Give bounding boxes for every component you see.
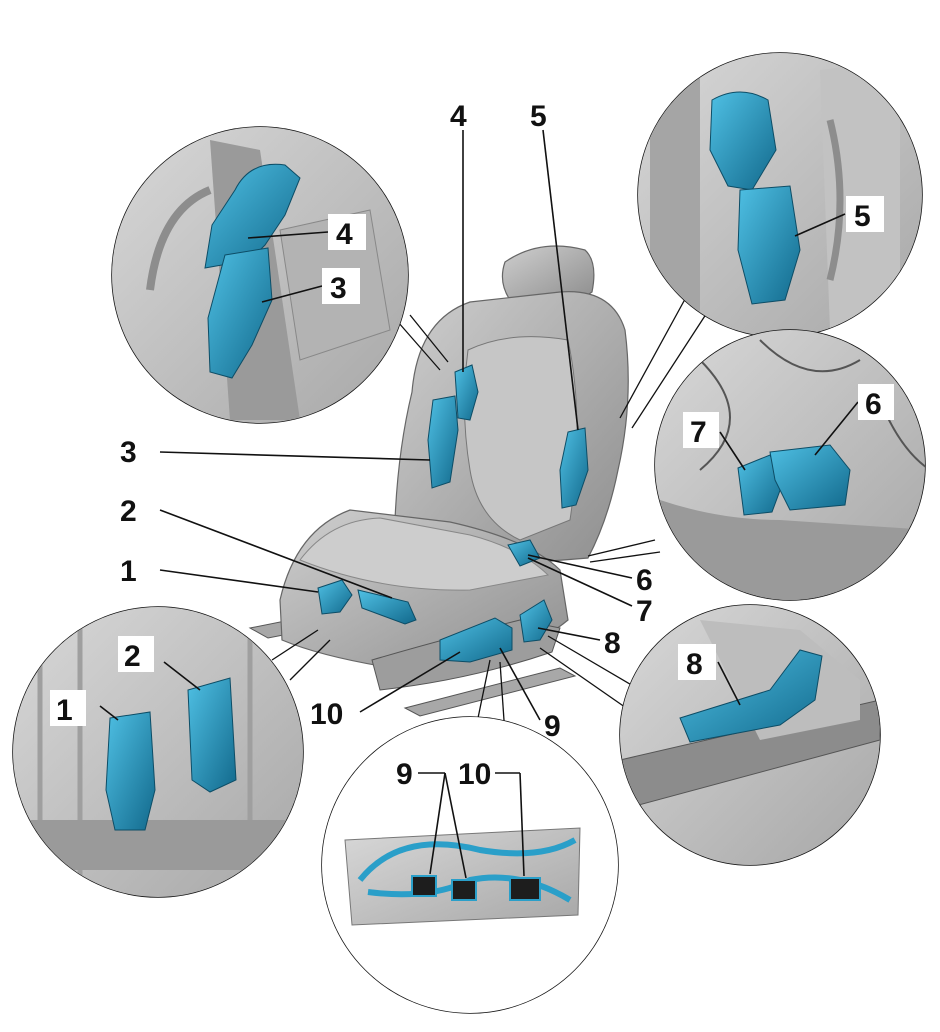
- motor-3-main: [427, 395, 459, 489]
- detail-circle-connectors: 9 10: [321, 716, 619, 1014]
- connector-9-10-main: [439, 617, 513, 663]
- detail-connectors: [271, 289, 713, 736]
- seat-rail-bottom: [403, 667, 577, 717]
- connector-9a-detail: [411, 875, 437, 897]
- detail-circle-backrest-right-motor: 5: [637, 52, 923, 338]
- detail-tl-callout-4: 4: [336, 218, 353, 251]
- detail-r-callout-7: 7: [690, 416, 707, 449]
- main-callout-5: 5: [530, 100, 547, 133]
- motor-2-detail: [187, 677, 237, 793]
- detail-bl-callout-1: 1: [56, 694, 73, 727]
- main-callout-8: 8: [604, 627, 621, 660]
- motor-5-detail: [737, 185, 801, 305]
- detail-bl-callout-2: 2: [124, 640, 141, 673]
- unit-6-detail: [769, 444, 851, 511]
- detail-b-callout-9: 9: [396, 758, 413, 791]
- detail-r-callout-6: 6: [865, 388, 882, 421]
- unit-7-detail: [737, 454, 783, 516]
- detail-br-callout-8: 8: [686, 648, 703, 681]
- main-callout-labels: 4 5 3 2 1 6 7 8 9 10: [120, 100, 653, 743]
- detail-b-callout-10: 10: [458, 758, 491, 791]
- main-seat: [248, 245, 629, 717]
- main-callout-1: 1: [120, 555, 137, 588]
- detail-tl-callout-3: 3: [330, 272, 347, 305]
- detail-circle-backrest-motors: 4 3: [111, 126, 409, 424]
- motor-4-main: [454, 364, 479, 421]
- connector-9b-detail: [451, 879, 477, 901]
- main-callout-6: 6: [636, 564, 653, 597]
- motor-1-detail: [105, 711, 156, 831]
- motor-5-detail-top: [709, 91, 777, 191]
- main-callout-2: 2: [120, 495, 137, 528]
- motor-5-main: [559, 427, 589, 509]
- detail-circle-control-unit: 7 6: [654, 329, 926, 601]
- motor-2-main: [357, 589, 417, 625]
- detail-circle-cushion-motors: 1 2: [12, 606, 304, 898]
- main-leader-lines: [159, 129, 633, 721]
- main-callout-3: 3: [120, 436, 137, 469]
- seat-headrest: [501, 245, 595, 301]
- main-callout-4: 4: [450, 100, 467, 133]
- connector-10-detail: [509, 877, 541, 901]
- main-callout-9: 9: [544, 710, 561, 743]
- motor-1-main: [317, 579, 353, 615]
- detail-tr-callout-5: 5: [854, 200, 871, 233]
- main-callout-10: 10: [310, 698, 343, 731]
- seat-backrest-panel: [463, 336, 578, 541]
- main-callout-7: 7: [636, 595, 653, 628]
- motor-3-detail: [207, 247, 273, 379]
- detail-circle-rail-motor: 8: [619, 604, 881, 866]
- motor-8-detail: [679, 649, 823, 743]
